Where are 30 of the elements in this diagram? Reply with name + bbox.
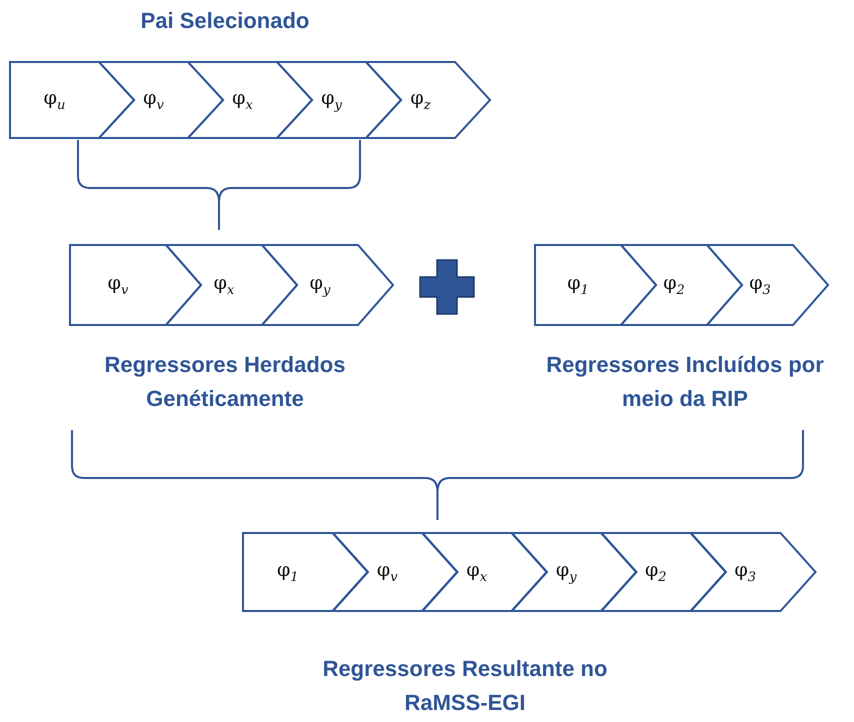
chevron-shape	[366, 62, 490, 138]
section-heading: Regressores Incluídos por meio da RIP	[545, 351, 825, 413]
regressor-symbol: φ$_{1}$	[276, 559, 299, 585]
chevron-shape	[690, 533, 815, 611]
chevron-shape	[707, 245, 828, 325]
regressor-symbol: φ$_{1}$	[567, 272, 589, 298]
regressor-symbol: φ$_{2}$	[663, 272, 685, 298]
chevron-shape	[601, 533, 726, 611]
chevron-shape	[332, 533, 457, 611]
regressor-symbol: φ$_{y}$	[321, 87, 342, 113]
regressor-symbol: φ$_{x}$	[232, 87, 253, 113]
regressor-symbol: φ$_{x}$	[466, 559, 488, 585]
regressor-symbol: φ$_{u}$	[44, 87, 66, 113]
section-heading: Regressores Resultante no RaMSS-EGI	[322, 655, 608, 717]
section-heading: Pai Selecionado	[140, 7, 310, 35]
chevron-shape	[422, 533, 546, 611]
regressor-symbol: φ$_{x}$	[214, 272, 234, 298]
regressor-symbol: φ$_{z}$	[410, 87, 431, 113]
regressor-symbol: φ$_{v}$	[108, 272, 128, 298]
regressor-symbol: φ$_{2}$	[644, 559, 667, 585]
chevron-shape	[512, 533, 636, 611]
regressor-symbol: φ$_{3}$	[749, 272, 771, 298]
section-heading: Regressores Herdados Genéticamente	[104, 351, 346, 413]
regressor-symbol: φ$_{y}$	[310, 272, 330, 298]
regressor-symbol: φ$_{v}$	[376, 559, 398, 585]
chevron-shape	[262, 245, 393, 325]
regressor-symbol: φ$_{y}$	[556, 559, 577, 585]
regressor-symbol: φ$_{v}$	[143, 87, 164, 113]
regressor-symbol: φ$_{3}$	[734, 559, 756, 585]
chevron-shape	[243, 533, 368, 611]
